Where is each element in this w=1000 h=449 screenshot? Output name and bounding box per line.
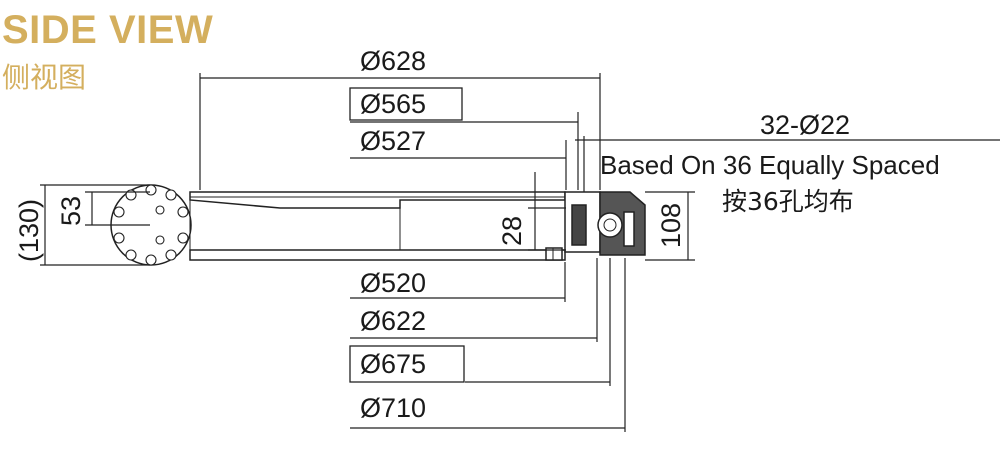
dim-622: Ø622 (360, 306, 426, 336)
hole-note-en: Based On 36 Equally Spaced (600, 150, 940, 180)
bolt-hole-icons (113, 184, 189, 266)
hole-note-cn: 按36孔均布 (722, 187, 854, 216)
page-title: SIDE VIEW (2, 8, 214, 52)
page-subtitle: 侧视图 (2, 61, 87, 94)
bolt-flange (110, 184, 192, 266)
dim-565-box (349, 87, 463, 121)
vertical-dimension-lines (40, 172, 695, 266)
dim-628: Ø628 (360, 46, 426, 76)
top-dimension-lines (199, 73, 1000, 192)
dim-130: (130) (14, 199, 44, 262)
hole-spec: 32-Ø22 (760, 110, 850, 140)
dim-527: Ø527 (360, 126, 426, 156)
bottom-dimension-lines (350, 258, 626, 432)
dim-675-box (349, 345, 465, 383)
dim-28: 28 (497, 216, 527, 246)
ring-body (189, 191, 646, 261)
dim-108: 108 (656, 203, 686, 248)
dim-675: Ø675 (360, 349, 426, 379)
dim-710: Ø710 (360, 393, 426, 423)
dim-520: Ø520 (360, 268, 426, 298)
dim-565: Ø565 (360, 89, 426, 119)
dim-53: 53 (56, 196, 86, 226)
